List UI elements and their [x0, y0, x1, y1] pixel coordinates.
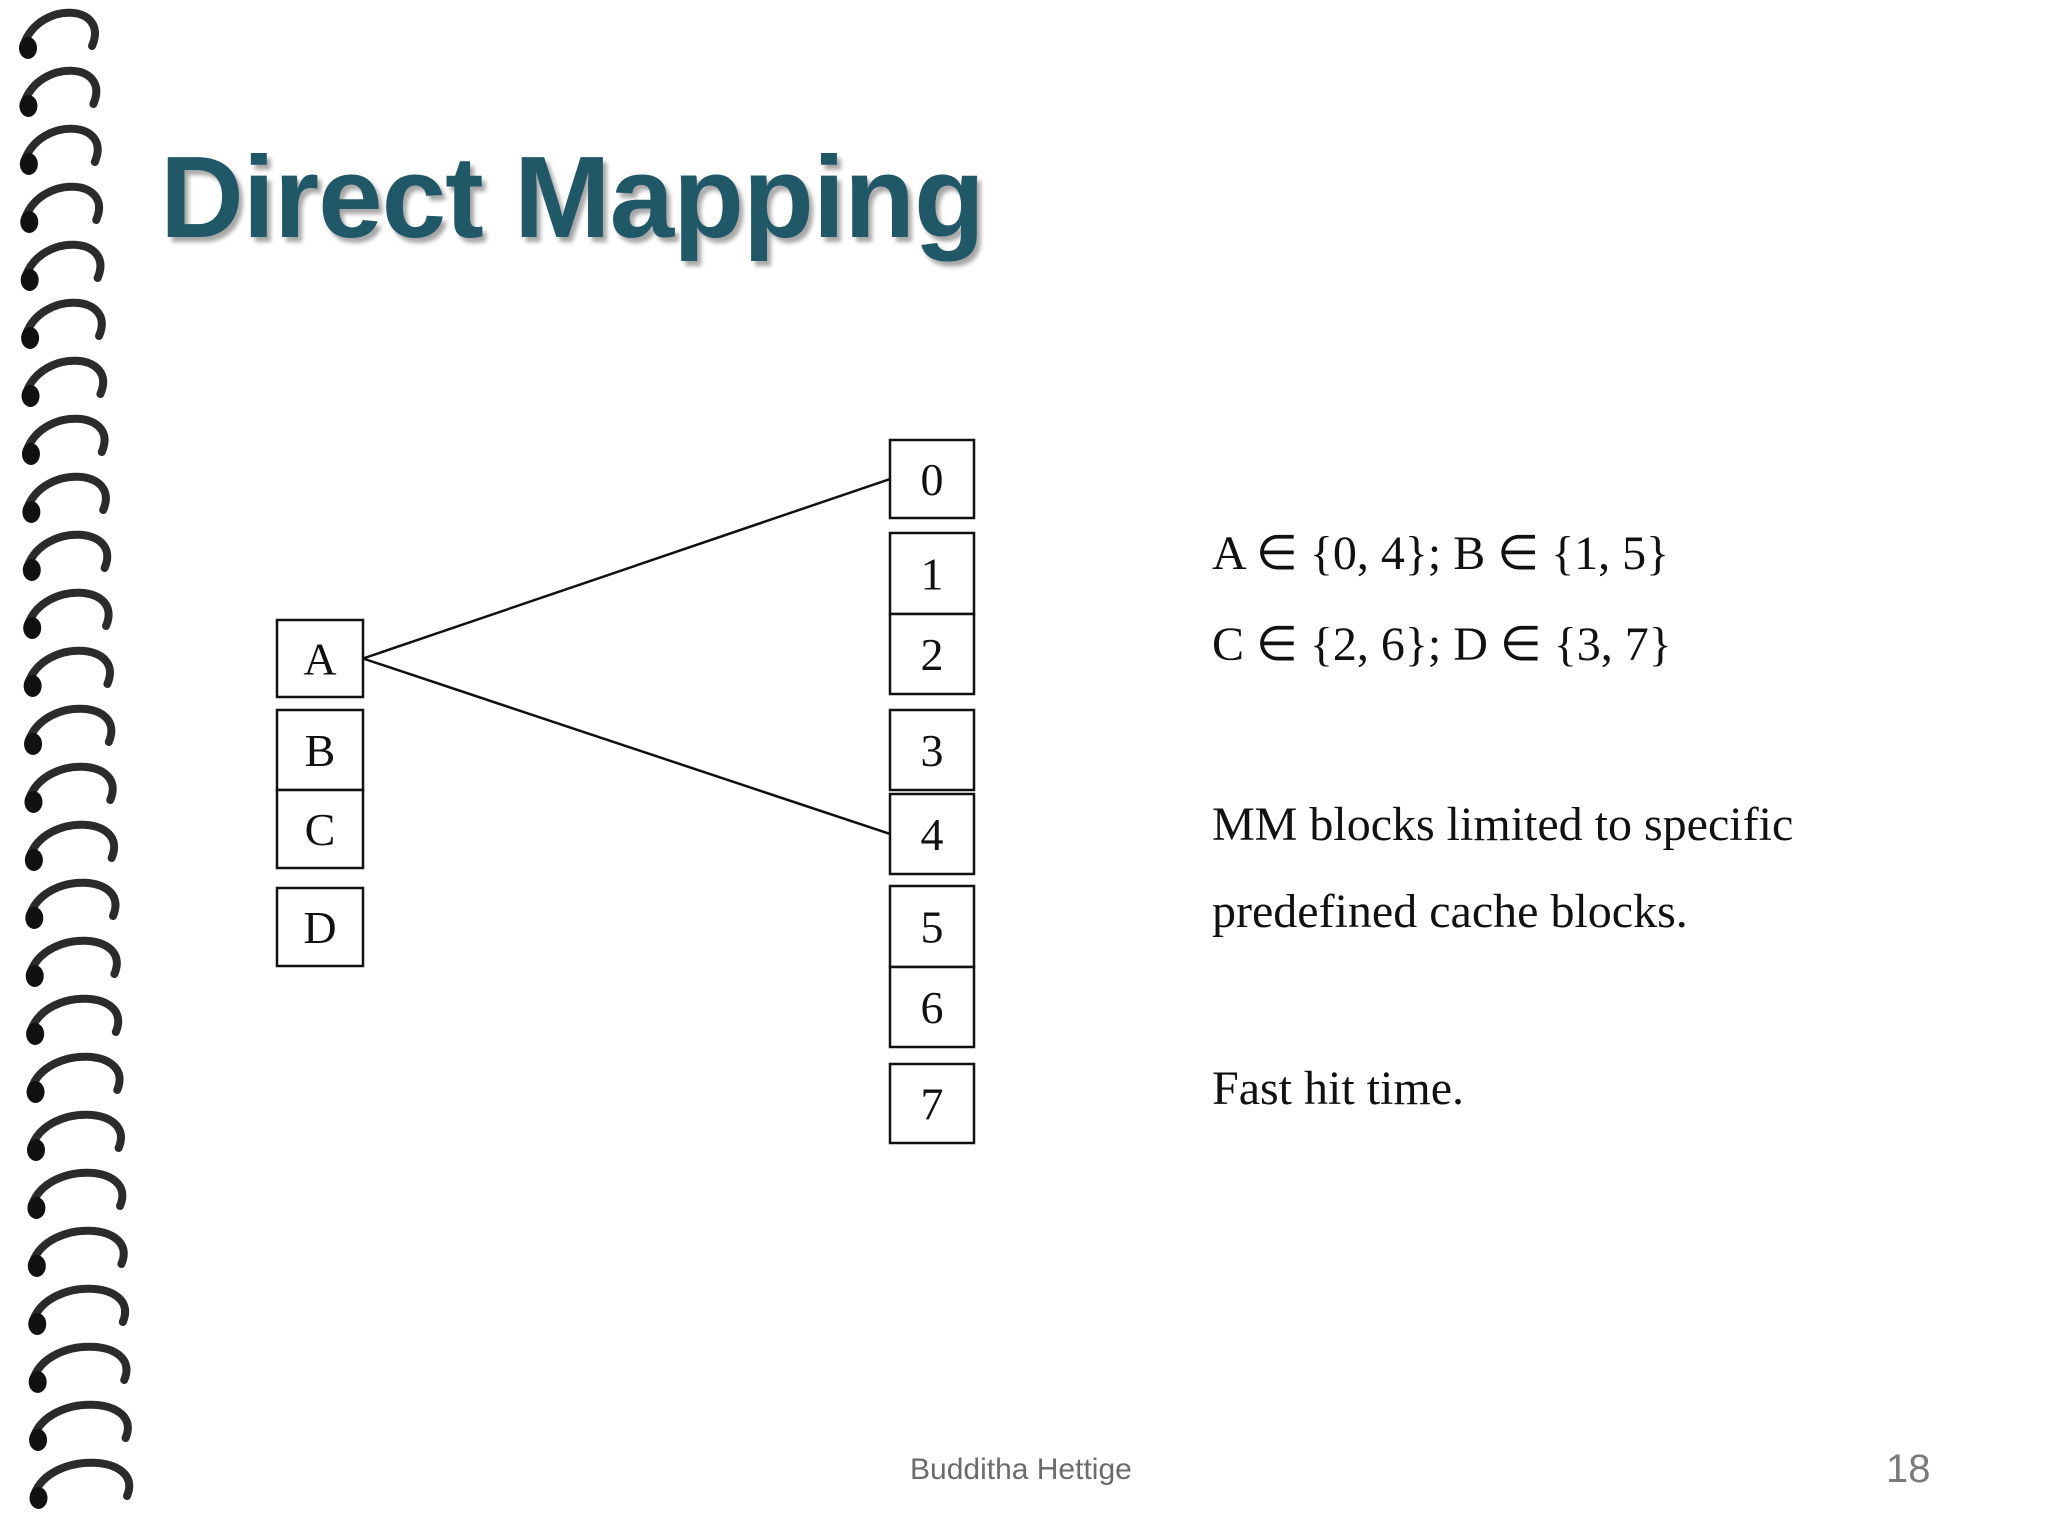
- binding-ring: [27, 1052, 124, 1094]
- cache-block-3: 3: [888, 708, 976, 792]
- binding-hole: [23, 617, 42, 639]
- spiral-binding: [19, 8, 134, 1509]
- binding-ring: [20, 8, 99, 50]
- cache-block-label: 6: [921, 982, 944, 1033]
- cache-block-1: 1: [888, 531, 976, 616]
- memory-block-d: D: [275, 886, 365, 968]
- cache-block-label: 5: [921, 902, 944, 953]
- binding-ring: [30, 1400, 132, 1442]
- binding-ring: [28, 1168, 127, 1210]
- binding-hole: [27, 1255, 46, 1277]
- binding-ring: [28, 1226, 128, 1268]
- cache-block-label: 1: [921, 549, 944, 600]
- binding-hole: [24, 849, 43, 871]
- binding-hole: [22, 501, 41, 523]
- binding-ring: [27, 994, 123, 1036]
- cache-block-4: 4: [888, 792, 976, 876]
- binding-hole: [21, 385, 40, 407]
- binding-ring: [25, 704, 116, 746]
- binding-hole: [25, 965, 44, 987]
- memory-block-label: A: [303, 634, 336, 685]
- binding-ring: [23, 472, 110, 514]
- binding-hole: [19, 153, 38, 175]
- cache-block-label: 2: [921, 629, 944, 680]
- cache-block-5: 5: [888, 884, 976, 969]
- page-number: 18: [1886, 1447, 1931, 1491]
- binding-ring: [24, 588, 113, 630]
- binding-hole: [28, 1313, 47, 1335]
- binding-hole: [26, 1081, 45, 1103]
- binding-hole: [20, 269, 39, 291]
- binding-ring: [22, 298, 106, 340]
- binding-ring: [21, 182, 103, 224]
- mapping-line-ab: A ∈ {0, 4}; B ∈ {1, 5}: [1212, 527, 1670, 580]
- binding-hole: [23, 675, 42, 697]
- cache-block-label: 4: [921, 809, 944, 860]
- memory-block-c: C: [275, 788, 365, 870]
- binding-hole: [26, 1023, 45, 1045]
- binding-hole: [29, 1487, 48, 1509]
- binding-ring: [21, 240, 105, 282]
- binding-ring: [22, 356, 107, 398]
- binding-ring: [20, 124, 102, 166]
- binding-ring: [30, 1458, 134, 1500]
- connector-a-4: [362, 657, 891, 836]
- binding-ring: [23, 530, 112, 572]
- footer-author: Budditha Hettige: [910, 1453, 1132, 1486]
- binding-ring: [26, 878, 120, 920]
- memory-block-b: B: [275, 708, 365, 792]
- cache-block-label: 0: [921, 454, 944, 505]
- binding-ring: [25, 762, 117, 804]
- binding-hole: [27, 1197, 46, 1219]
- binding-hole: [21, 327, 40, 349]
- binding-ring: [25, 820, 118, 862]
- cache-block-label: 7: [921, 1079, 944, 1130]
- cache-block-7: 7: [888, 1062, 976, 1145]
- cache-block-label: 3: [921, 725, 944, 776]
- binding-hole: [19, 95, 38, 117]
- note-limited-line-2: predefined cache blocks.: [1212, 885, 1688, 938]
- memory-block-a: A: [275, 618, 365, 699]
- note-limited-line-1: MM blocks limited to specific: [1212, 798, 1794, 851]
- binding-ring: [29, 1342, 131, 1384]
- binding-hole: [20, 211, 39, 233]
- binding-hole: [24, 791, 43, 813]
- binding-hole: [21, 443, 40, 465]
- binding-ring: [29, 1284, 130, 1326]
- binding-ring: [26, 936, 121, 978]
- note-fast-hit: Fast hit time.: [1212, 1062, 1464, 1115]
- memory-block-label: D: [303, 902, 336, 953]
- mapping-line-cd: C ∈ {2, 6}; D ∈ {3, 7}: [1212, 618, 1672, 671]
- slide-title: Direct Mapping: [160, 132, 985, 262]
- binding-hole: [26, 1139, 45, 1161]
- binding-hole: [29, 1429, 48, 1451]
- binding-hole: [28, 1371, 47, 1393]
- binding-ring: [22, 414, 109, 456]
- memory-block-label: C: [305, 804, 336, 855]
- connector-a-0: [362, 477, 891, 660]
- cache-block-0: 0: [888, 438, 976, 520]
- binding-ring: [24, 646, 114, 688]
- binding-hole: [24, 733, 43, 755]
- cache-block-6: 6: [888, 965, 976, 1049]
- binding-ring: [20, 66, 101, 108]
- binding-ring: [27, 1110, 125, 1152]
- binding-hole: [19, 37, 37, 59]
- memory-block-label: B: [305, 725, 336, 776]
- binding-hole: [25, 907, 44, 929]
- cache-block-2: 2: [888, 612, 976, 696]
- binding-hole: [22, 559, 41, 581]
